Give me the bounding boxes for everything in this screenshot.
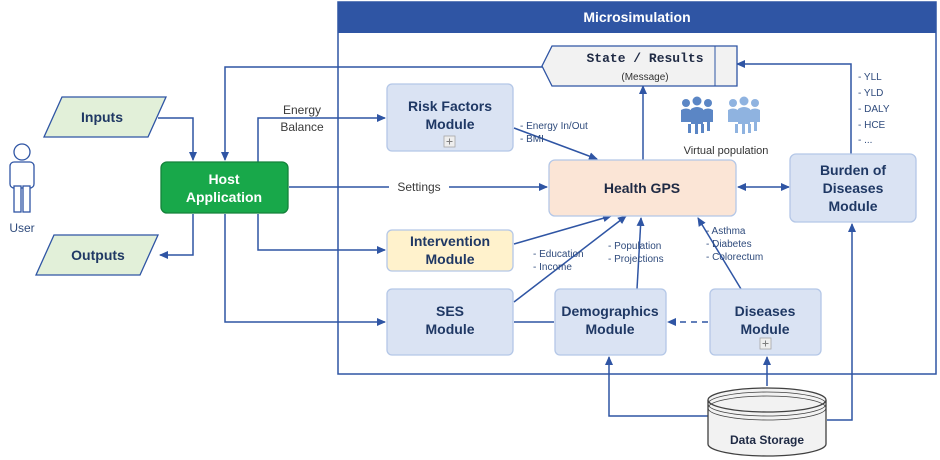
burden-annotation-1: - YLL	[858, 72, 882, 83]
ses-annotation-1: - Education	[533, 249, 584, 260]
connector-demo-health	[636, 217, 645, 290]
risk-label-line1: Risk Factors	[408, 98, 492, 114]
connector-ses-health	[513, 215, 627, 303]
state-results-box: State / Results (Message)	[541, 45, 738, 87]
risk-annotation-2: - BMI	[520, 134, 544, 145]
host-label-line2: Application	[186, 189, 262, 205]
inputs-label: Inputs	[81, 109, 123, 125]
health-gps-label: Health GPS	[604, 180, 680, 196]
population-group-icon	[728, 96, 760, 134]
microsimulation-title: Microsimulation	[583, 9, 690, 25]
energy-label-line1: Energy	[283, 103, 321, 117]
host-application-box: Host Application	[160, 161, 289, 214]
demographics-annotation-1: - Population	[608, 241, 661, 252]
outputs-label: Outputs	[71, 247, 125, 263]
demographics-label-line2: Module	[586, 321, 635, 337]
burden-label-line3: Module	[829, 198, 878, 214]
data-storage-label: Data Storage	[730, 433, 804, 447]
state-label-line1: State / Results	[586, 51, 703, 66]
burden-annotation-5: - ...	[858, 135, 872, 146]
expand-icon[interactable]	[759, 337, 772, 350]
intervention-box: Intervention Module	[386, 229, 514, 272]
diseases-box: Diseases Module	[709, 288, 822, 356]
host-label-line1: Host	[208, 171, 239, 187]
risk-annotation-1: - Energy In/Out	[520, 121, 588, 132]
connector-diseases-health	[697, 217, 742, 290]
connector-inputs-host	[158, 117, 197, 161]
user-icon	[9, 143, 35, 213]
settings-label: Settings	[397, 180, 440, 194]
burden-label-line1: Burden of	[820, 162, 886, 178]
connector-host-outputs	[159, 214, 194, 259]
connector-state-host	[221, 66, 552, 161]
connector-host-intervention	[257, 214, 386, 254]
diseases-annotation-1: - Asthma	[706, 226, 746, 237]
connector-host-ses	[224, 214, 386, 326]
demographics-label-line1: Demographics	[561, 303, 658, 319]
intervention-label-line1: Intervention	[410, 233, 490, 249]
inputs-shape: Inputs	[42, 96, 168, 138]
ses-label-line2: Module	[426, 321, 475, 337]
burden-annotation-4: - HCE	[858, 120, 886, 131]
risk-label-line2: Module	[426, 116, 475, 132]
demographics-box: Demographics Module	[554, 288, 667, 356]
intervention-label-line2: Module	[426, 251, 475, 267]
virtual-population-label: Virtual population	[684, 145, 769, 157]
connector-storage-demo	[605, 356, 708, 417]
state-label-line2: (Message)	[621, 72, 668, 83]
health-gps-box: Health GPS	[548, 159, 737, 217]
diseases-label-line1: Diseases	[735, 303, 796, 319]
user-label: User	[9, 221, 34, 235]
connector-intervention-health	[513, 214, 612, 245]
settings-label-bg	[389, 180, 449, 194]
population-group-icon	[681, 96, 713, 134]
connector-storage-burden	[827, 223, 856, 421]
connector-burden-state	[736, 60, 852, 154]
risk-factors-box: Risk Factors Module	[386, 83, 514, 152]
energy-label-line2: Balance	[280, 120, 324, 134]
data-storage-cylinder: Data Storage	[707, 387, 827, 457]
ses-label-line1: SES	[436, 303, 464, 319]
diseases-annotation-3: - Colorectum	[706, 252, 763, 263]
connector-risk-health	[513, 127, 598, 160]
demographics-annotation-2: - Projections	[608, 254, 664, 265]
burden-label-line2: Diseases	[823, 180, 884, 196]
burden-annotation-3: - DALY	[858, 104, 890, 115]
burden-annotation-2: - YLD	[858, 88, 883, 99]
diseases-annotation-2: - Diabetes	[706, 239, 752, 250]
burden-of-diseases-box: Burden of Diseases Module	[789, 153, 917, 223]
outputs-shape: Outputs	[34, 234, 160, 276]
ses-box: SES Module	[386, 288, 514, 356]
ses-annotation-2: - Income	[533, 262, 572, 273]
connector-host-risk	[257, 114, 386, 164]
diseases-label-line2: Module	[741, 321, 790, 337]
expand-icon[interactable]	[443, 135, 456, 148]
